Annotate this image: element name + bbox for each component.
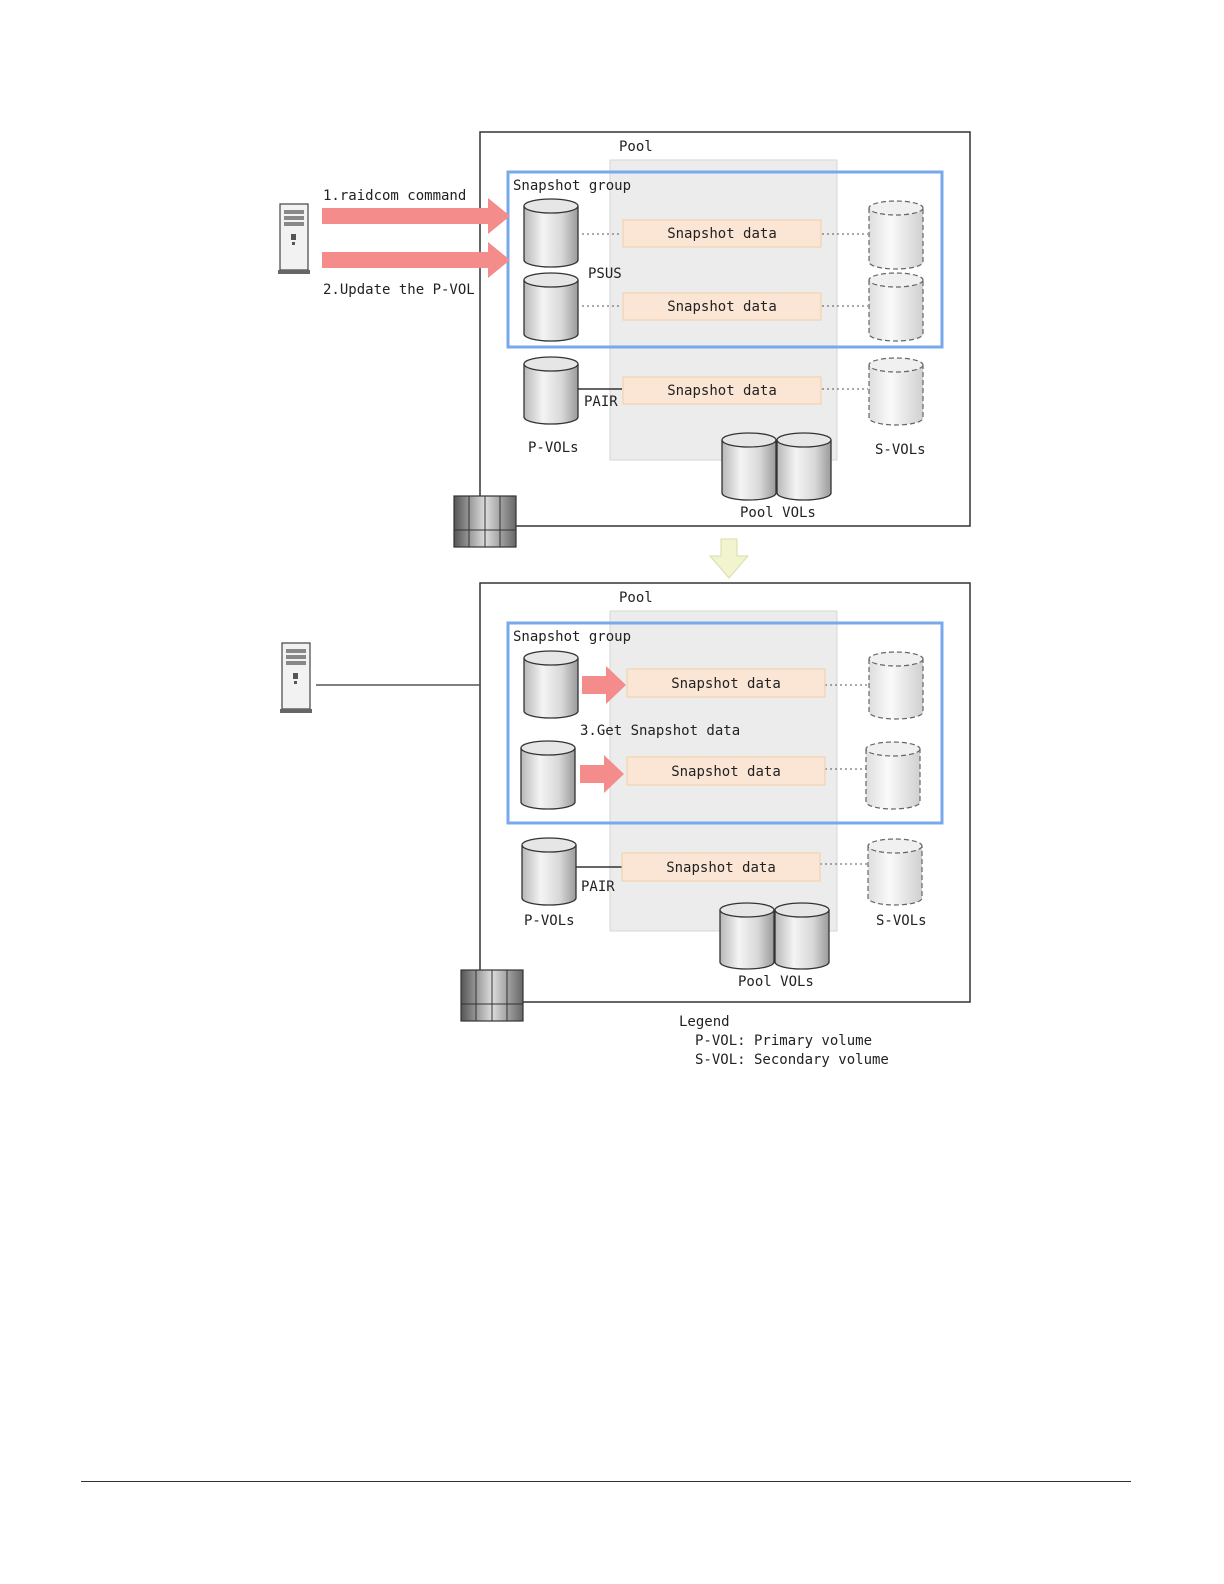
top-svol-3-cylinder-icon <box>869 358 923 425</box>
top-svol-1-cylinder-icon <box>869 201 923 269</box>
bottom-snapshot-group-label: Snapshot group <box>513 629 631 645</box>
top-snapshot-data-label-2: Snapshot data <box>667 299 777 315</box>
top-storage-system-icon <box>454 496 516 547</box>
bottom-pvols-label: P-VOLs <box>524 913 575 929</box>
top-svol-2-cylinder-icon <box>869 273 923 341</box>
footer-rule <box>81 1481 1131 1482</box>
legend-item-pvol: P-VOL: Primary volume <box>695 1033 872 1049</box>
bottom-pvol-1-cylinder-icon <box>524 651 578 718</box>
bottom-storage-system-icon <box>461 970 523 1021</box>
bottom-snapshot-data-label-1: Snapshot data <box>671 676 781 692</box>
bottom-snapshot-data-label-3: Snapshot data <box>666 860 776 876</box>
step3-label: 3.Get Snapshot data <box>580 723 740 739</box>
top-pool-vol-2-cylinder-icon <box>777 433 831 500</box>
top-pair-label: PAIR <box>584 394 618 410</box>
bottom-svol-2-cylinder-icon <box>866 742 920 809</box>
top-pvol-1-cylinder-icon <box>524 199 578 267</box>
bottom-host-server-icon <box>280 643 312 713</box>
top-snapshot-group-label: Snapshot group <box>513 178 631 194</box>
step1-label: 1.raidcom command <box>323 188 466 204</box>
bottom-pool-vols-label: Pool VOLs <box>738 974 814 990</box>
bottom-pool-vol-1-cylinder-icon <box>720 903 774 969</box>
step2-label: 2.Update the P-VOL <box>323 282 475 298</box>
bottom-svol-3-cylinder-icon <box>868 839 922 905</box>
top-pvol-2-cylinder-icon <box>524 273 578 341</box>
top-snapshot-data-label-3: Snapshot data <box>667 383 777 399</box>
top-pvol-3-cylinder-icon <box>524 357 578 424</box>
bottom-pair-label: PAIR <box>581 879 615 895</box>
legend-title: Legend <box>679 1014 730 1030</box>
top-snapshot-data-label-1: Snapshot data <box>667 226 777 242</box>
top-svols-label: S-VOLs <box>875 442 926 458</box>
bottom-pool-label: Pool <box>619 590 653 606</box>
top-pool-vols-label: Pool VOLs <box>740 505 816 521</box>
bottom-snapshot-data-label-2: Snapshot data <box>671 764 781 780</box>
legend-item-svol: S-VOL: Secondary volume <box>695 1052 889 1068</box>
bottom-svols-label: S-VOLs <box>876 913 927 929</box>
legend: Legend P-VOL: Primary volume S-VOL: Seco… <box>679 1014 889 1068</box>
top-host-server-icon <box>278 204 310 274</box>
bottom-pvol-3-cylinder-icon <box>522 838 576 905</box>
top-panel: Pool Snapshot group 1.raidcom command 2.… <box>278 132 970 547</box>
top-pool-vol-1-cylinder-icon <box>722 433 776 500</box>
top-pool-label: Pool <box>619 139 653 155</box>
top-psus-label: PSUS <box>588 266 622 282</box>
bottom-pvol-2-cylinder-icon <box>521 741 575 809</box>
bottom-svol-1-cylinder-icon <box>869 652 923 719</box>
bottom-pool-vol-2-cylinder-icon <box>775 903 829 969</box>
transition-down-arrow-icon <box>710 539 748 578</box>
bottom-panel: Pool Snapshot group 3.G <box>280 583 970 1021</box>
top-pvols-label: P-VOLs <box>528 440 579 456</box>
